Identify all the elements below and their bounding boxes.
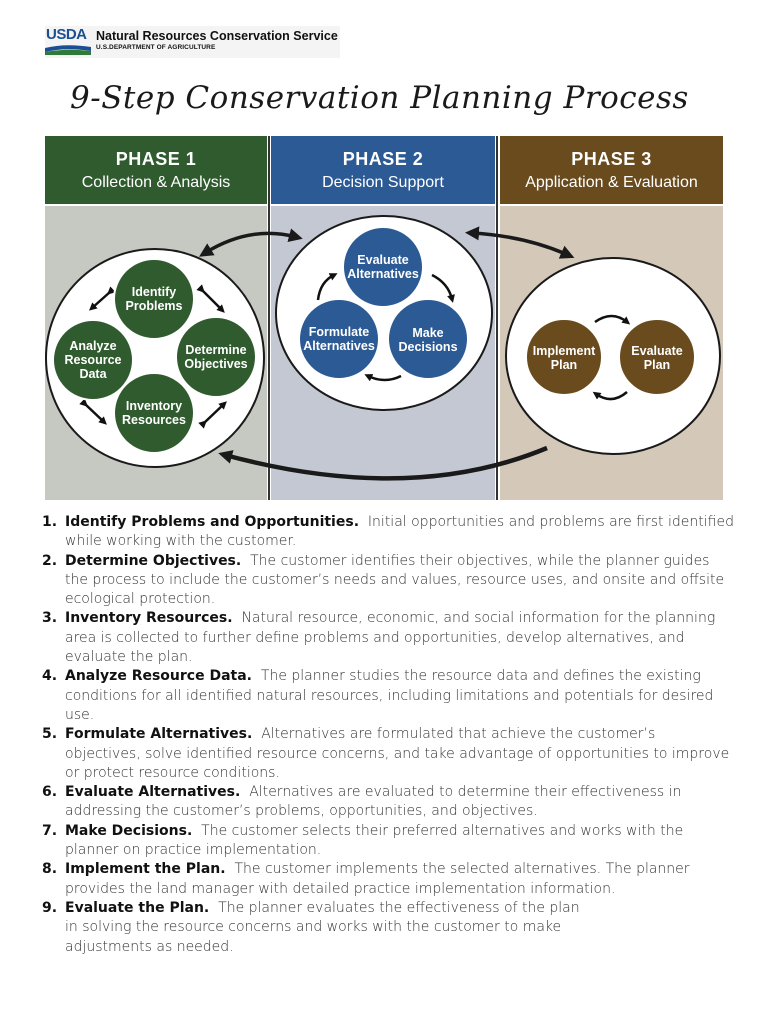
step-text: Alternatives are evaluated to determine … — [65, 784, 682, 820]
step-title: Implement the Plan. — [65, 861, 226, 878]
step-item: 2. Determine Objectives. The customer ide… — [40, 552, 735, 610]
cycle-arrow — [89, 286, 116, 311]
phase-divider — [268, 136, 270, 500]
phase1-phase2-arrow — [199, 228, 303, 257]
step-number: 1. — [42, 514, 58, 530]
step-item: 7. Make Decisions. The customer selects t… — [40, 822, 735, 861]
step-number: 5. — [42, 726, 58, 743]
step-title: Analyze Resource Data. — [65, 668, 252, 685]
cycle-arrow — [79, 398, 107, 425]
step-number: 2. — [42, 552, 58, 569]
phase-2-header: PHASE 2 Decision Support — [271, 136, 495, 204]
usda-swoosh-icon — [45, 45, 91, 55]
step-title: Inventory Resources. — [65, 610, 233, 627]
step-item: 8. Implement the Plan. The customer imple… — [40, 860, 735, 899]
step-number: 9. — [42, 899, 58, 916]
phase-2-title: PHASE 2 — [342, 149, 424, 169]
step-number: 8. — [42, 861, 58, 878]
step-item: 4. Analyze Resource Data. The planner stu… — [40, 667, 735, 725]
phase-3-header: PHASE 3 Application & Evaluation — [500, 136, 723, 204]
step-text: The customer implements the selected alt… — [65, 861, 690, 897]
cycle-arrow — [198, 401, 227, 429]
page-title: 9-Step Conservation Planning Process — [70, 80, 689, 116]
step-item: 6. Evaluate Alternatives. Alternatives ar… — [40, 783, 735, 822]
step-number: 4. — [42, 668, 58, 685]
step-title: Determine Objectives. — [65, 552, 242, 569]
cycle-arrow — [594, 314, 631, 325]
step-text: Alternatives are formulated that achieve… — [65, 726, 730, 781]
phase3-to-phase1-return-arrow — [218, 445, 548, 481]
step-number: 7. — [42, 822, 58, 839]
cycle-arrow — [316, 273, 338, 301]
cycle-arrow — [431, 273, 455, 303]
usda-logo-text: USDA — [46, 26, 87, 43]
step-title: Evaluate Alternatives. — [65, 784, 241, 801]
step-item: 9. Evaluate the Plan. The planner evaluat… — [40, 899, 585, 957]
step-text: The customer identifies their objectives… — [65, 552, 725, 608]
phase-2-subtitle: Decision Support — [322, 174, 444, 191]
usda-logo-mark: USDA — [45, 26, 91, 56]
step-text: The planner evaluates the effectiveness … — [65, 899, 580, 955]
cycle-arrow — [196, 284, 225, 313]
cycle-arrow — [364, 374, 402, 382]
phase2-phase3-arrow — [465, 226, 575, 259]
step-item: 1. Identify Problems and Opportunities. I… — [40, 513, 735, 552]
steps-list: 1. Identify Problems and Opportunities. I… — [40, 513, 735, 957]
step-item: 5. Formulate Alternatives. Alternatives a… — [40, 725, 735, 783]
phase-divider — [496, 136, 498, 500]
step-title: Formulate Alternatives. — [65, 726, 253, 743]
step-number: 3. — [42, 610, 58, 627]
step-item: 3. Inventory Resources. Natural resource,… — [40, 609, 735, 667]
cycle-arrow — [592, 391, 628, 401]
phase-1-header: PHASE 1 Collection & Analysis — [45, 136, 267, 204]
agency-name: Natural Resources Conservation Service — [96, 29, 338, 43]
phase-1-title: PHASE 1 — [115, 149, 197, 169]
step-number: 6. — [42, 784, 58, 801]
step-text: The customer selects their preferred alt… — [65, 822, 684, 859]
phase-1-subtitle: Collection & Analysis — [81, 174, 231, 191]
phase-3-title: PHASE 3 — [571, 149, 652, 169]
department-name: U.S.DEPARTMENT OF AGRICULTURE — [96, 44, 216, 51]
phase-3-subtitle: Application & Evaluation — [525, 174, 698, 191]
step-text: Initial opportunities and problems are f… — [65, 514, 734, 550]
usda-nrcs-logo: USDA Natural Resources Conservation Serv… — [45, 26, 340, 58]
step-text: The planner studies the resource data an… — [65, 668, 714, 723]
step-text: Natural resource, economic, and social i… — [65, 610, 716, 666]
step-title: Evaluate the Plan. — [65, 899, 210, 916]
phase-3-cycle — [505, 257, 721, 455]
step-title: Make Decisions. — [65, 822, 193, 839]
step-title: Identify Problems and Opportunities. — [65, 514, 360, 530]
